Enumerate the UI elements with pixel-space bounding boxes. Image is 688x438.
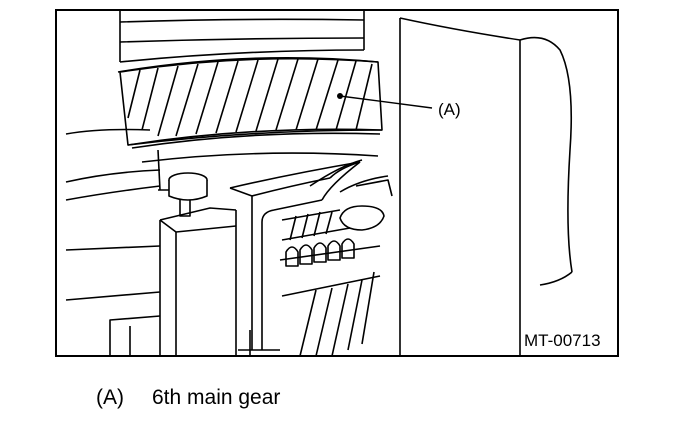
upper-shaft (119, 10, 365, 63)
locating-pin (168, 172, 208, 217)
legend: (A) 6th main gear (96, 386, 280, 410)
callout-leader-line (339, 95, 433, 109)
callout-anchor-dot (337, 93, 343, 99)
lower-gears (279, 209, 381, 356)
figure-code: MT-00713 (524, 331, 601, 350)
support-cone (309, 159, 393, 197)
legend-key: (A) (96, 386, 124, 409)
knob (339, 205, 385, 231)
press-tool-arm (229, 161, 361, 351)
base-lines (65, 245, 251, 356)
housing-cylinder (399, 17, 573, 356)
callout-label-a: (A) (438, 100, 461, 119)
sixth-main-gear (117, 56, 383, 163)
holder-block (159, 207, 237, 356)
legend-text: 6th main gear (152, 386, 281, 409)
